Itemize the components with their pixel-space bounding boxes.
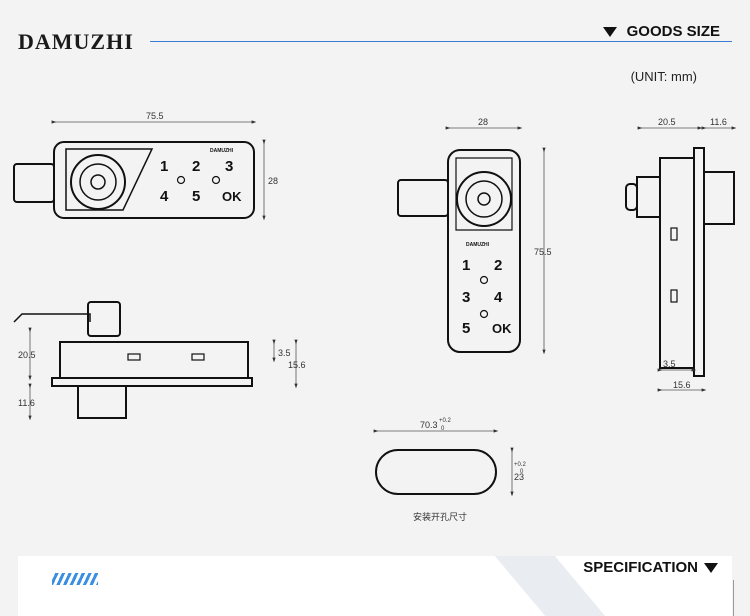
vertical-body bbox=[447, 149, 521, 353]
cutout-height-tol: +0.2 bbox=[514, 462, 527, 468]
specification-label: SPECIFICATION bbox=[583, 559, 698, 576]
front-key-4: 4 bbox=[160, 188, 169, 205]
vertical-view bbox=[397, 149, 521, 353]
side-knob-base bbox=[636, 176, 661, 218]
front-lock-ring bbox=[70, 154, 126, 210]
vertical-key-4: 4 bbox=[494, 289, 503, 306]
bottom-cylinder bbox=[77, 385, 127, 419]
side-top-b-dim: 11.6 bbox=[710, 117, 727, 127]
header-divider bbox=[150, 41, 732, 42]
front-bolt bbox=[13, 163, 55, 203]
vertical-key-5: 5 bbox=[462, 320, 470, 337]
vertical-key-1: 1 bbox=[462, 257, 470, 274]
front-key-3: 3 bbox=[225, 158, 233, 175]
vertical-lock-ring bbox=[456, 171, 512, 227]
front-key-2: 2 bbox=[192, 158, 200, 175]
vertical-height-dim: 75.5 bbox=[534, 247, 552, 257]
front-key-1: 1 bbox=[160, 158, 168, 175]
vertical-lock-panel bbox=[455, 157, 513, 231]
side-top-a-dim: 20.5 bbox=[658, 117, 676, 127]
side-bottom-a-dim: 3.5 bbox=[663, 359, 676, 369]
front-height-dim: 28 bbox=[268, 176, 278, 186]
side-body bbox=[659, 157, 695, 369]
front-key-ok: OK bbox=[222, 189, 242, 204]
vertical-key-2: 2 bbox=[494, 257, 502, 274]
vertical-width-dim: 28 bbox=[478, 117, 488, 127]
key-icon bbox=[90, 174, 106, 190]
bottom-right-a-dim: 3.5 bbox=[278, 348, 291, 358]
front-view bbox=[13, 141, 255, 219]
cutout-height-tol-lo: 0 bbox=[520, 469, 524, 475]
bottom-plate bbox=[51, 377, 253, 387]
goods-size-heading: GOODS SIZE bbox=[602, 23, 720, 40]
cutout-width-tol-lo: 0 bbox=[441, 426, 445, 432]
vertical-key-3: 3 bbox=[462, 289, 470, 306]
front-width-dim: 75.5 bbox=[146, 111, 164, 121]
key-icon bbox=[477, 192, 491, 206]
side-view bbox=[625, 147, 735, 377]
front-lock-panel bbox=[65, 148, 154, 211]
bottom-view bbox=[13, 301, 253, 419]
cutout-shape bbox=[375, 449, 497, 495]
bottom-knob bbox=[87, 301, 121, 337]
front-key-5: 5 bbox=[192, 188, 200, 205]
cutout-height-dim: 23 bbox=[514, 472, 524, 482]
unit-label: (UNIT: mm) bbox=[630, 69, 697, 84]
front-brand-mark: DAMUZHI bbox=[210, 148, 234, 154]
triangle-down-icon bbox=[602, 26, 617, 37]
side-cylinder bbox=[703, 171, 735, 225]
vertical-key-ok: OK bbox=[492, 321, 512, 336]
specification-bar bbox=[18, 556, 732, 616]
goods-size-label: GOODS SIZE bbox=[626, 23, 720, 40]
bottom-right-b-dim: 15.6 bbox=[288, 360, 306, 370]
cutout-width-dim: 70.3 bbox=[420, 420, 438, 430]
accent-stripes bbox=[52, 573, 98, 585]
side-knob bbox=[625, 183, 638, 211]
bottom-left-lower-dim: 11.6 bbox=[18, 398, 35, 408]
specification-heading: SPECIFICATION bbox=[583, 559, 718, 576]
bottom-left-upper-dim: 20.5 bbox=[18, 350, 36, 360]
side-bottom-b-dim: 15.6 bbox=[673, 380, 691, 390]
side-plate bbox=[693, 147, 705, 377]
vertical-brand-mark: DAMUZHI bbox=[466, 242, 490, 248]
triangle-down-icon bbox=[704, 562, 718, 573]
footer-divider bbox=[733, 580, 734, 616]
bottom-body bbox=[59, 341, 249, 379]
front-body bbox=[53, 141, 255, 219]
cutout-caption: 安装开孔尺寸 bbox=[413, 511, 467, 522]
vertical-bolt bbox=[397, 179, 449, 217]
brand-logo: DAMUZHI bbox=[18, 29, 134, 54]
cutout-width-tol: +0.2 bbox=[439, 418, 452, 424]
